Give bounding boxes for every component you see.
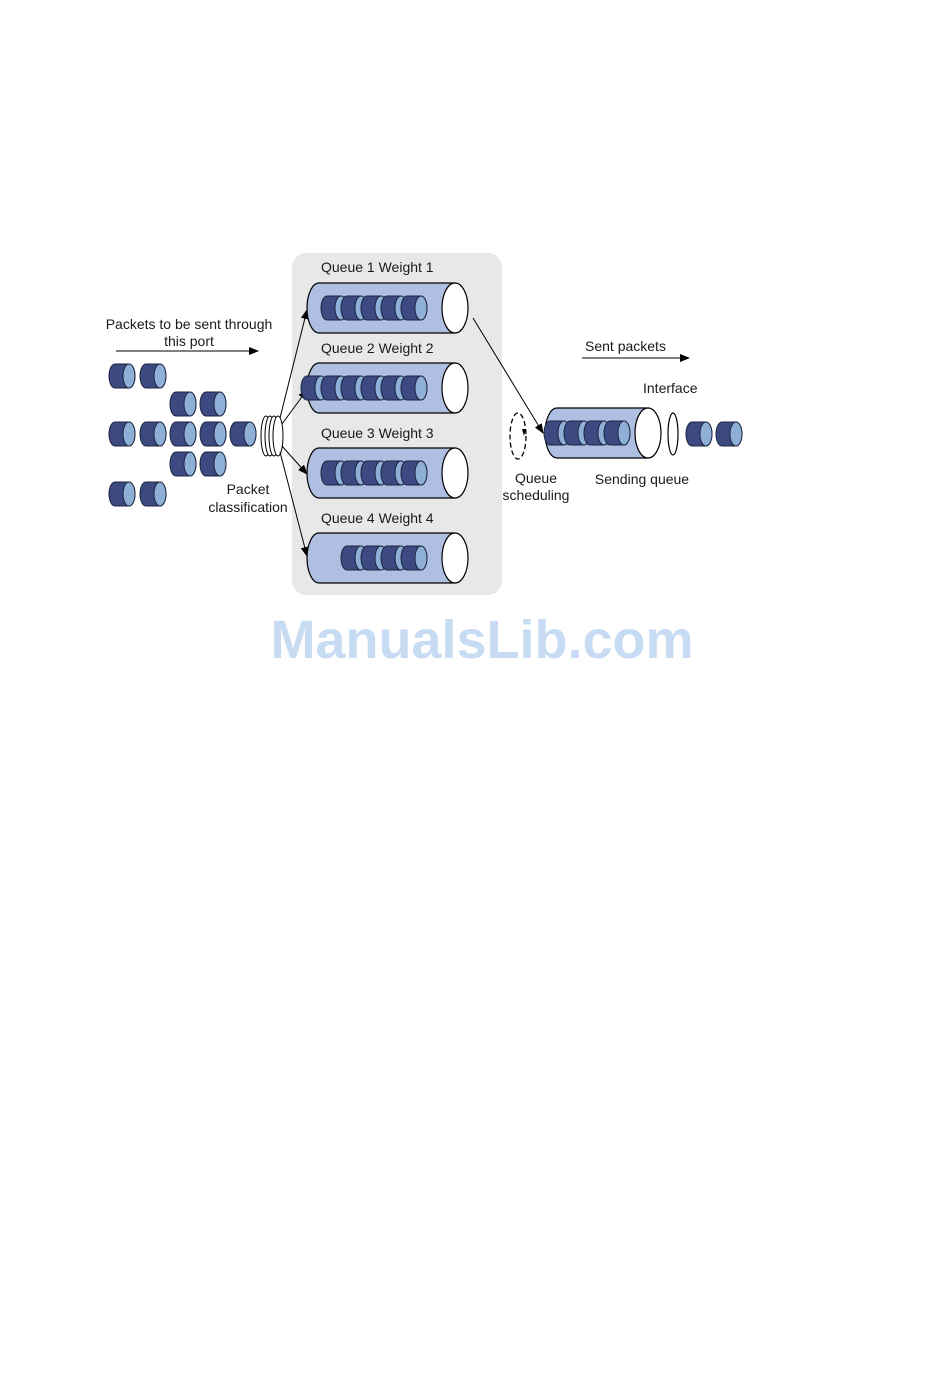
queue-1-label: Queue 1 Weight 1 — [321, 259, 434, 275]
incoming-label-line2: this port — [164, 333, 214, 349]
queue-2-label: Queue 2 Weight 2 — [321, 340, 434, 356]
interface-label: Interface — [643, 380, 698, 396]
sent-packet — [686, 422, 712, 446]
sending-queue-label: Sending queue — [595, 471, 689, 487]
incoming-packet — [230, 422, 256, 446]
sent-packets-label: Sent packets — [585, 338, 666, 354]
queued-packet — [401, 296, 427, 320]
sending-packet — [604, 421, 630, 445]
queued-packet — [401, 546, 427, 570]
classification-label-line1: Packet — [227, 481, 270, 497]
queued-packet — [401, 461, 427, 485]
incoming-packet — [200, 422, 226, 446]
queued-packet — [401, 376, 427, 400]
incoming-packet — [170, 452, 196, 476]
queue-1-cylinder — [307, 283, 468, 333]
sent-packets — [686, 422, 742, 446]
incoming-packet — [170, 392, 196, 416]
queue-3-cylinder — [307, 448, 468, 498]
queue-4-label: Queue 4 Weight 4 — [321, 510, 434, 526]
incoming-packet — [140, 422, 166, 446]
incoming-label-line1: Packets to be sent through — [106, 316, 273, 332]
sending-queue-cylinder — [544, 408, 661, 458]
incoming-packet — [140, 364, 166, 388]
queue-3-label: Queue 3 Weight 3 — [321, 425, 434, 441]
incoming-packet — [140, 482, 166, 506]
scheduling-icon — [510, 413, 526, 459]
incoming-packet — [200, 452, 226, 476]
scheduling-label-line1: Queue — [515, 470, 557, 486]
queue-2-cylinder — [301, 363, 468, 413]
incoming-packet — [200, 392, 226, 416]
incoming-packet — [109, 364, 135, 388]
scheduling-label-line2: scheduling — [503, 487, 570, 503]
incoming-packet — [170, 422, 196, 446]
queue-4-cylinder — [307, 533, 468, 583]
incoming-packet — [109, 422, 135, 446]
watermark: ManualsLib.com — [270, 610, 693, 670]
classification-label-line2: classification — [208, 499, 287, 515]
sent-packet — [716, 422, 742, 446]
classifier-icon — [261, 416, 283, 456]
sending-queue — [544, 408, 661, 458]
incoming-packet — [109, 482, 135, 506]
interface-icon — [668, 413, 678, 455]
